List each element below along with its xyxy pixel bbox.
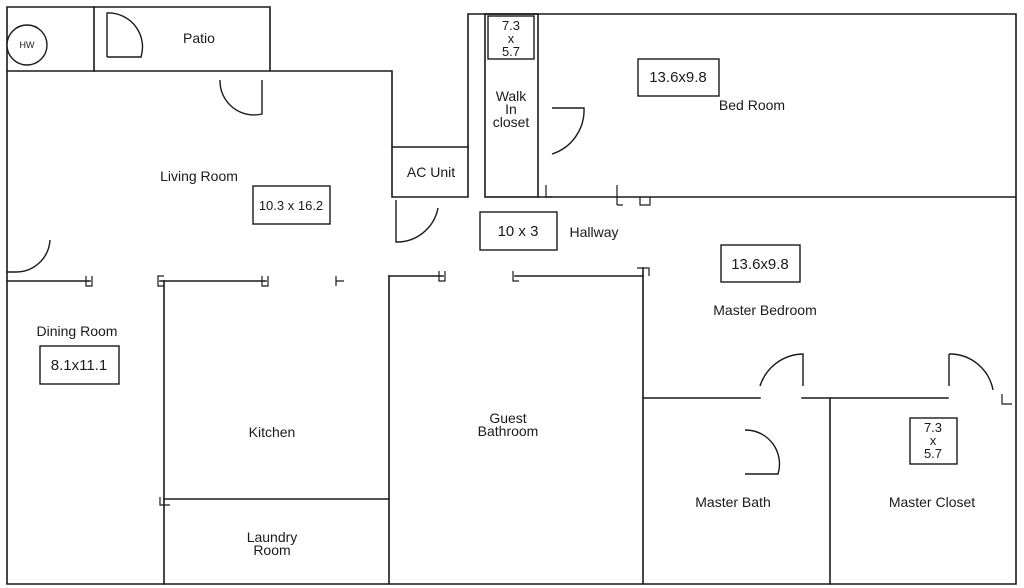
master-closet-door	[948, 353, 994, 391]
master-bath-inner-door	[744, 429, 781, 475]
kitchen-label: Kitchen	[249, 424, 296, 440]
living-room-label: Living Room	[160, 168, 238, 184]
master-closet-dim-1: 7.3	[924, 420, 942, 435]
hallway-label: Hallway	[569, 224, 618, 240]
master-bath-door	[759, 353, 804, 387]
ac-unit-label: AC Unit	[407, 164, 455, 180]
bedroom-door	[551, 107, 585, 155]
water-heater-label: HW	[20, 40, 35, 50]
walk-in-closet-label-2: In	[505, 101, 517, 117]
patio-label: Patio	[183, 30, 215, 46]
guest-bathroom-label-1: Guest	[489, 410, 526, 426]
master-bedroom-dim-box	[720, 244, 801, 283]
master-bedroom-dim: 13.6x9.8	[731, 256, 789, 273]
master-closet-label: Master Closet	[889, 494, 975, 510]
water-heater-icon	[6, 24, 48, 66]
dining-door	[7, 239, 51, 273]
guest-bathroom-label-2: Bathroom	[478, 423, 539, 439]
master-bedroom-label: Master Bedroom	[713, 302, 816, 318]
door-jambs	[85, 185, 1012, 506]
bed-room-label: Bed Room	[719, 97, 785, 113]
dining-room-label: Dining Room	[37, 323, 118, 339]
bedroom-dim: 13.6x9.8	[649, 69, 707, 86]
living-entry-door	[219, 79, 263, 116]
laundry-room-label-2: Room	[253, 542, 290, 558]
dining-room-dim: 8.1x11.1	[51, 357, 107, 374]
walk-in-closet-wall	[484, 13, 539, 198]
walk-in-closet-dim-box	[487, 15, 535, 60]
walk-in-closet-label-3: closet	[493, 114, 530, 130]
master-bath-label: Master Bath	[695, 494, 770, 510]
dimension-boxes: 7.3 x 5.7 13.6x9.8 10.3 x 16.2 10 x 3 13…	[39, 15, 958, 465]
bedroom-dim-box	[637, 58, 720, 97]
room-labels: Patio Living Room AC Unit Walk In closet…	[37, 30, 976, 558]
dining-room-dim-box	[39, 345, 120, 385]
living-room-dim: 10.3 x 16.2	[259, 198, 323, 213]
walk-in-closet-label-1: Walk	[496, 88, 528, 104]
walls	[6, 6, 1017, 585]
master-closet-dim-box	[909, 417, 958, 465]
walk-in-closet-dim-1: 7.3	[502, 18, 520, 33]
walk-in-closet-dim-2: x	[508, 31, 515, 46]
laundry-room-label-1: Laundry	[247, 529, 298, 545]
patio-door	[106, 12, 144, 58]
doors	[7, 12, 994, 475]
master-closet-dim-2: x	[930, 433, 937, 448]
ac-unit-door	[395, 200, 439, 243]
living-room-dim-box	[252, 185, 331, 225]
master-closet-dim-3: 5.7	[924, 446, 942, 461]
hallway-dim: 10 x 3	[498, 223, 539, 240]
hallway-dim-box	[479, 211, 558, 251]
walk-in-closet-dim-3: 5.7	[502, 44, 520, 59]
